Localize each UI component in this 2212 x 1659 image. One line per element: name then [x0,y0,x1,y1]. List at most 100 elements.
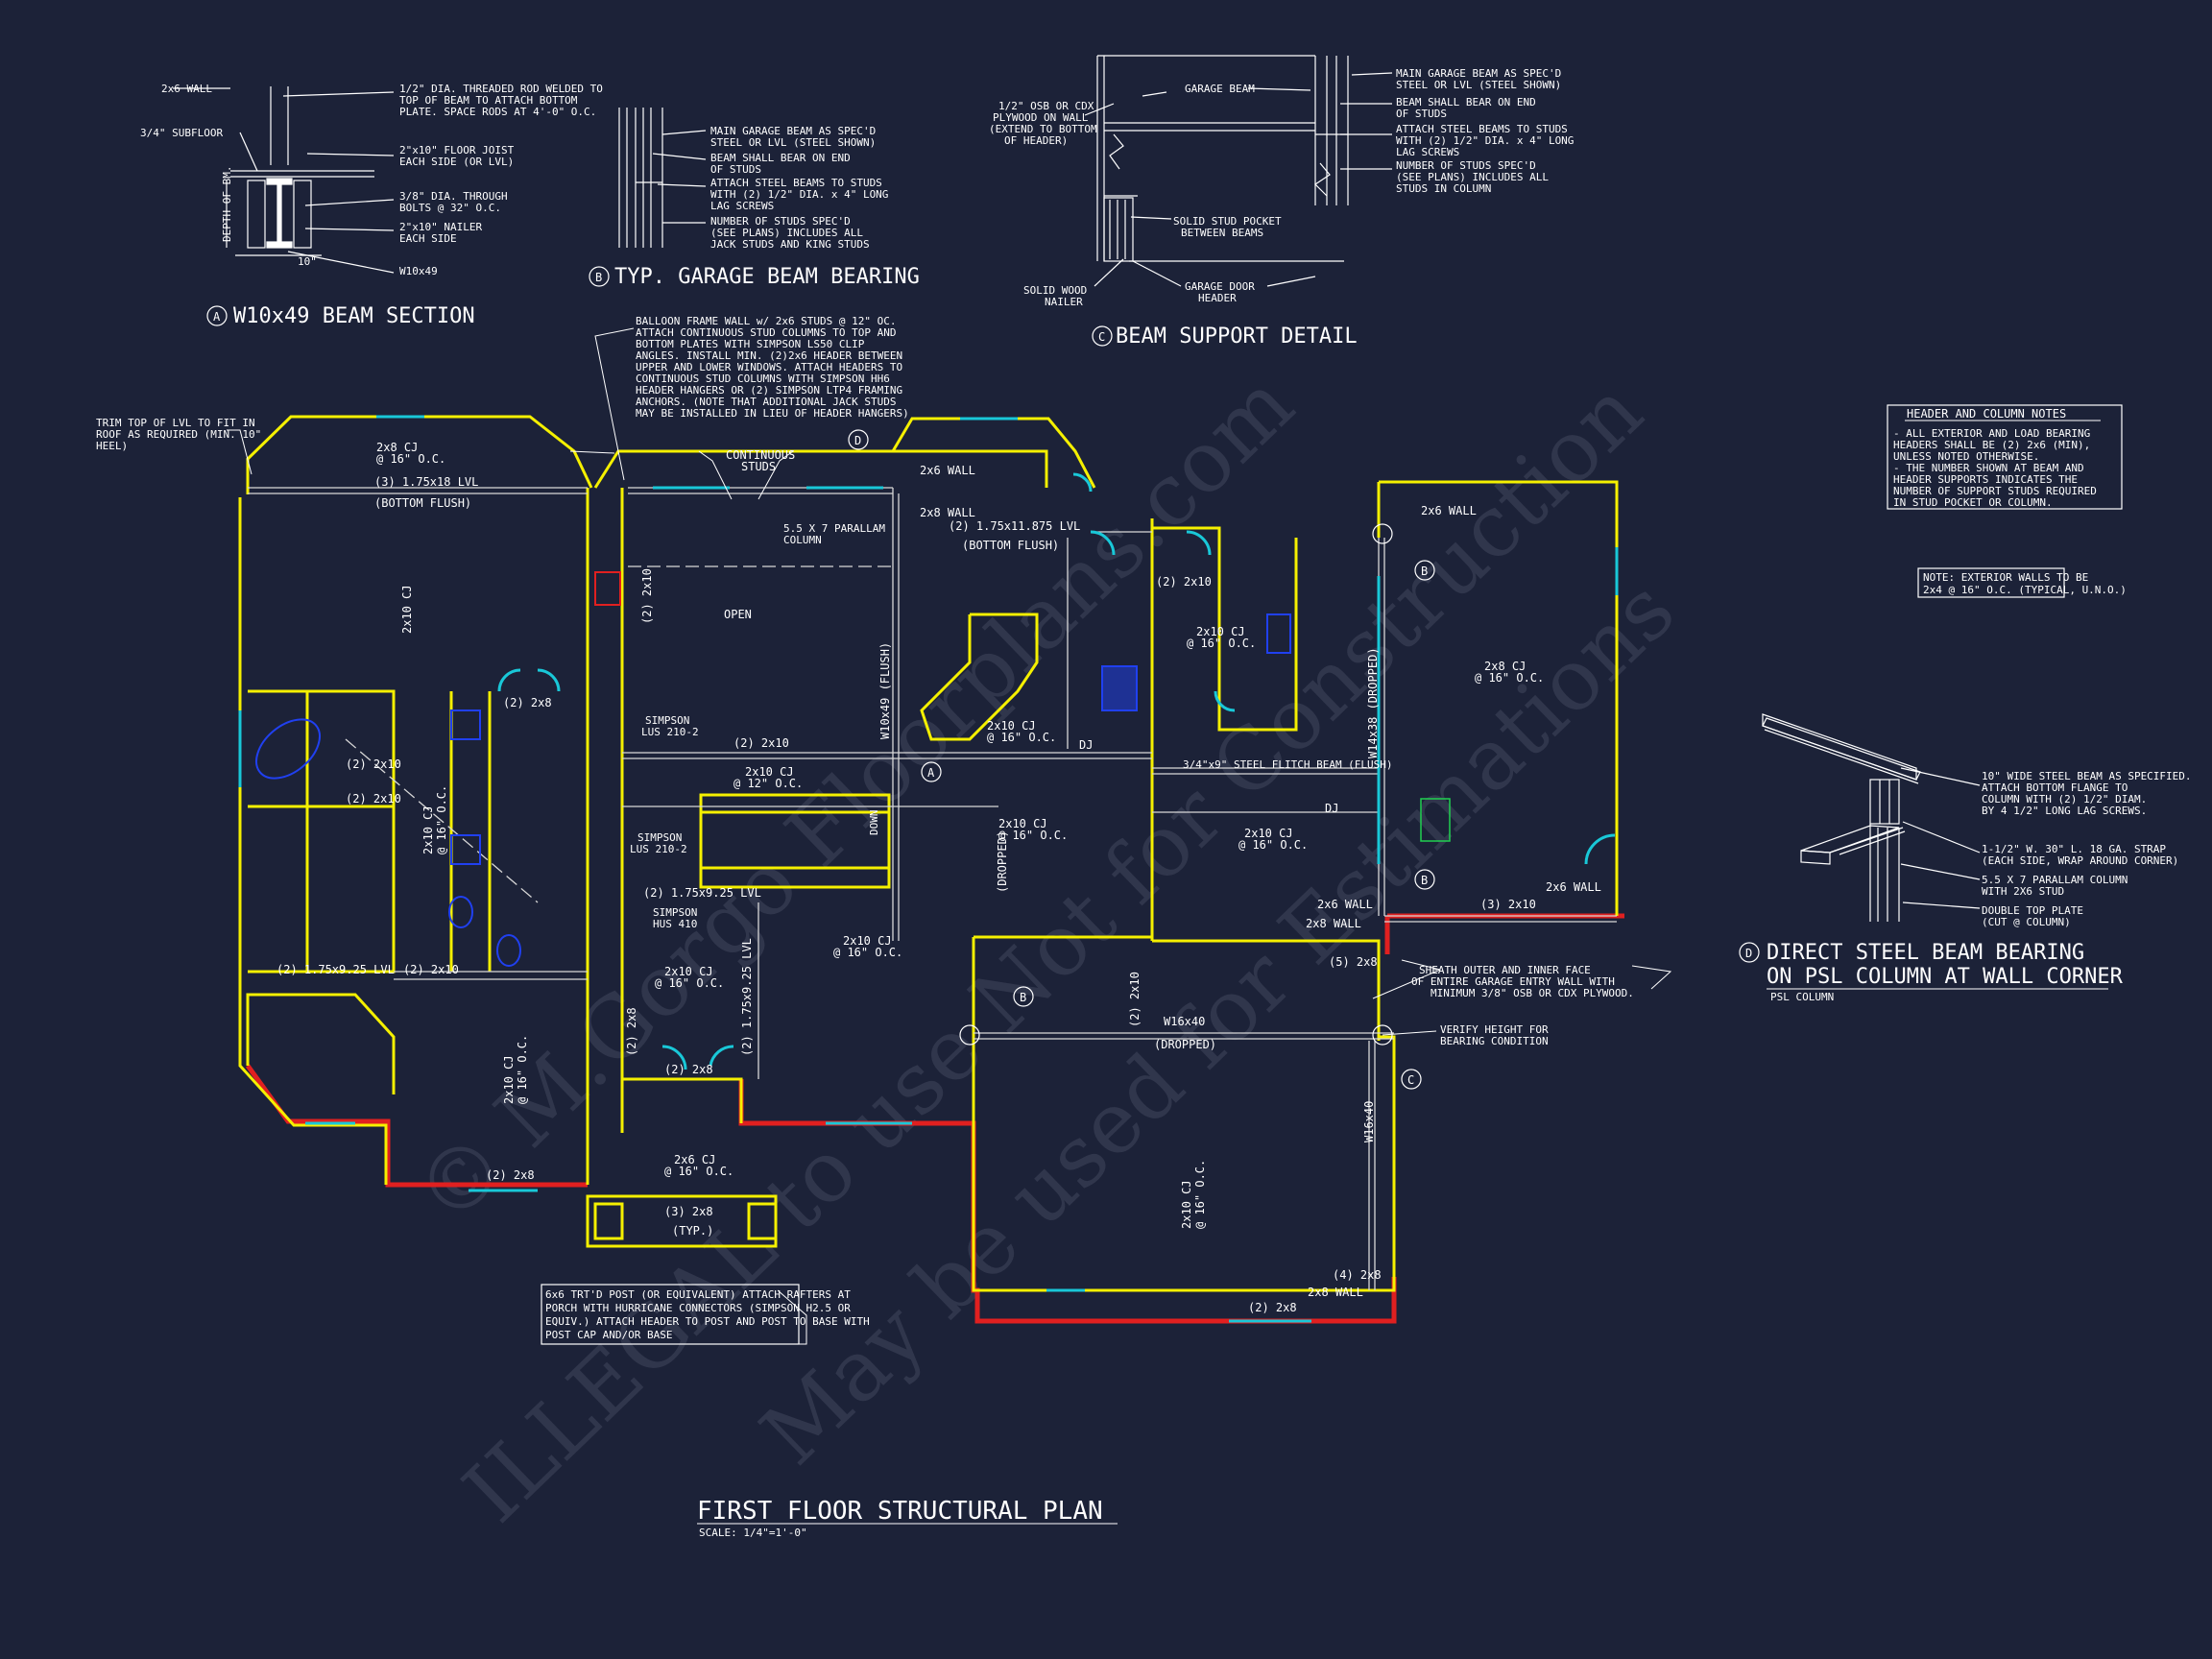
label-hus: HUS 410 [653,918,697,930]
marker-c: C [1407,1073,1414,1087]
detail-a-depth-label: DEPTH OF BM. [221,166,233,242]
balloon-note-4: ANGLES. INSTALL MIN. (2)2x6 HEADER BETWE… [636,349,902,362]
plan-title-block: FIRST FLOOR STRUCTURAL PLAN SCALE: 1/4"=… [697,1497,1118,1539]
floor-plan-interior [248,487,1617,1290]
label-5x2x8: (5) 2x8 [1329,955,1378,969]
detail-c-title: BEAM SUPPORT DETAIL [1116,325,1358,349]
label-simpson-3: SIMPSON [653,906,697,919]
label-flitch: 3/4"x9" STEEL FLITCH BEAM (FLUSH) [1183,758,1393,771]
label-oc-foyer: @ 16" O.C. [655,976,724,990]
label-oc-bath: @ 16" O.C. [435,785,448,854]
label-cj-lower-right: 2x10 CJ [1180,1180,1193,1229]
detail-c-right-9: (SEE PLANS) INCLUDES ALL [1396,171,1549,183]
header-notes-line-7: IN STUD POCKET OR COLUMN. [1893,496,2053,509]
label-bottom-flush-kitchen: (BOTTOM FLUSH) [962,539,1059,552]
detail-c-right-1: MAIN GARAGE BEAM AS SPEC'D [1396,67,1561,80]
label-2x8-lower-left: (2) 2x8 [486,1168,535,1182]
label-column: COLUMN [783,534,822,546]
label-2x8-bath: (2) 2x8 [503,696,552,709]
label-oc-hall-right: @ 16" O.C. [1238,838,1308,852]
label-4x2x8: (4) 2x8 [1333,1268,1382,1282]
label-2x10-stair: (2) 2x10 [640,568,654,624]
balloon-note-5: UPPER AND LOWER WINDOWS. ATTACH HEADERS … [636,361,902,373]
detail-a-rod-1: 1/2" DIA. THREADED ROD WELDED TO [399,83,603,95]
label-cj-master-vert: 2x10 CJ [400,585,414,634]
label-lvl-master: (3) 1.75x18 LVL [374,475,478,489]
label-wall-2x6-garage-2: 2x6 WALL [1546,880,1601,894]
label-typ: (TYP.) [672,1224,713,1238]
label-2x10-bath-1: (2) 2x10 [346,757,401,771]
detail-a-rod-3: PLATE. SPACE RODS AT 4'-0" O.C. [399,106,596,118]
label-oc-pantry: @ 16" O.C. [1187,637,1256,650]
label-open: OPEN [724,608,752,621]
label-2x10-lower: (2) 2x10 [1128,972,1142,1027]
detail-d-note-4b: (CUT @ COLUMN) [1982,916,2071,928]
marker-b-1: B [1421,565,1428,578]
detail-d-note-3b: WITH 2X6 STUD [1982,885,2064,898]
label-cj-hall: 2x10 CJ [745,765,794,779]
detail-d-marker: D [1745,947,1752,960]
label-2x10-bath-3: (2) 2x10 [403,963,459,976]
label-w10x49: W10x49 (FLUSH) [878,642,892,739]
detail-d-note-2a: 1-1/2" W. 30" L. 18 GA. STRAP [1982,843,2166,855]
post-note-1: 6x6 TRT'D POST (OR EQUIVALENT) ATTACH RA… [545,1288,851,1301]
sheath-note-1: SHEATH OUTER AND INNER FACE [1419,964,1591,976]
header-notes-line-1: - ALL EXTERIOR AND LOAD BEARING [1893,427,2090,440]
exterior-wall-note: NOTE: EXTERIOR WALLS TO BE 2x4 @ 16" O.C… [1917,567,2127,598]
ext-note-2: 2x4 @ 16" O.C. (TYPICAL, U.N.O.) [1923,584,2127,596]
label-2x8-foyer: (2) 2x8 [625,1007,638,1056]
label-w16x40: W16x40 [1164,1015,1205,1028]
fireplace-mark [594,571,621,606]
detail-c-right-6: WITH (2) 1/2" DIA. x 4" LONG [1396,134,1574,147]
detail-d-note-3a: 5.5 X 7 PARALLAM COLUMN [1982,874,2128,886]
detail-b-note-1: MAIN GARAGE BEAM AS SPEC'D [710,125,876,137]
label-wall-2x8-lower: 2x8 WALL [1308,1286,1363,1299]
label-2x10-bath-2: (2) 2x10 [346,792,401,805]
detail-c-right-8: NUMBER OF STUDS SPEC'D [1396,159,1536,172]
post-note: 6x6 TRT'D POST (OR EQUIVALENT) ATTACH RA… [541,1284,870,1345]
label-w14x38: W14x38 (DROPPED) [1366,647,1380,758]
label-lus-2: LUS 210-2 [630,843,687,855]
detail-c-osb-1: 1/2" OSB OR CDX [998,100,1094,112]
detail-b-note-8: NUMBER OF STUDS SPEC'D [710,215,851,228]
detail-b-note-10: JACK STUDS AND KING STUDS [710,238,870,251]
detail-c-solid-wood-2: NAILER [1045,296,1083,308]
label-cj-hall-right: 2x10 CJ [1244,827,1293,840]
label-cj-foyer: 2x10 CJ [664,965,713,978]
detail-c-text: 1/2" OSB OR CDX PLYWOOD ON WALL (EXTEND … [989,67,1574,349]
detail-d-title-1: DIRECT STEEL BEAM BEARING [1767,941,2084,965]
label-dropped-stair: (DROPPED) [996,830,1009,893]
detail-c-right-5: ATTACH STEEL BEAMS TO STUDS [1396,123,1568,135]
detail-d-note-4a: DOUBLE TOP PLATE [1982,904,2083,917]
detail-c-stud-pocket-1: SOLID STUD POCKET [1173,215,1282,228]
floor-plan-walls [238,415,1619,1292]
detail-b-note-9: (SEE PLANS) INCLUDES ALL [710,227,863,239]
detail-b-note-6: WITH (2) 1/2" DIA. x 4" LONG [710,188,888,201]
trim-note-3: HEEL) [96,440,128,452]
label-lvl-925-bath: (2) 1.75x9.25 LVL [276,963,395,976]
label-oc-master: @ 16" O.C. [376,452,445,466]
label-cj-garage: 2x8 CJ [1484,660,1526,673]
label-dj-1: DJ [1079,738,1093,752]
label-simpson-1: SIMPSON [645,714,689,727]
detail-a-bolts-1: 3/8" DIA. THROUGH [399,190,508,203]
header-notes-line-6: NUMBER OF SUPPORT STUDS REQUIRED [1893,485,2097,497]
label-oc12-hall: @ 12" O.C. [733,777,803,790]
detail-d-note-2b: (EACH SIDE, WRAP AROUND CORNER) [1982,854,2178,867]
label-lvl-925: (2) 1.75x9.25 LVL [643,886,761,900]
marker-b-2: B [1421,874,1428,887]
detail-c-stud-pocket-2: BETWEEN BEAMS [1181,227,1263,239]
detail-b-garage-beam [589,108,707,287]
label-2x10-hall: (2) 2x10 [733,736,789,750]
detail-a-width-label: 10" [298,255,317,268]
detail-c-door-header-2: HEADER [1198,292,1237,304]
balloon-note-6: CONTINUOUS STUD COLUMNS WITH SIMPSON HH6 [636,373,890,385]
header-notes-line-3: UNLESS NOTED OTHERWISE. [1893,450,2039,463]
detail-a-joist-2: EACH SIDE (OR LVL) [399,156,514,168]
label-3x2x10-garage: (3) 2x10 [1480,898,1536,911]
detail-c-beam-support [1084,55,1393,347]
label-studs: STUDS [741,460,776,473]
detail-b-note-3: BEAM SHALL BEAR ON END [710,152,851,164]
sheath-note-2: OF ENTIRE GARAGE ENTRY WALL WITH [1411,975,1615,988]
